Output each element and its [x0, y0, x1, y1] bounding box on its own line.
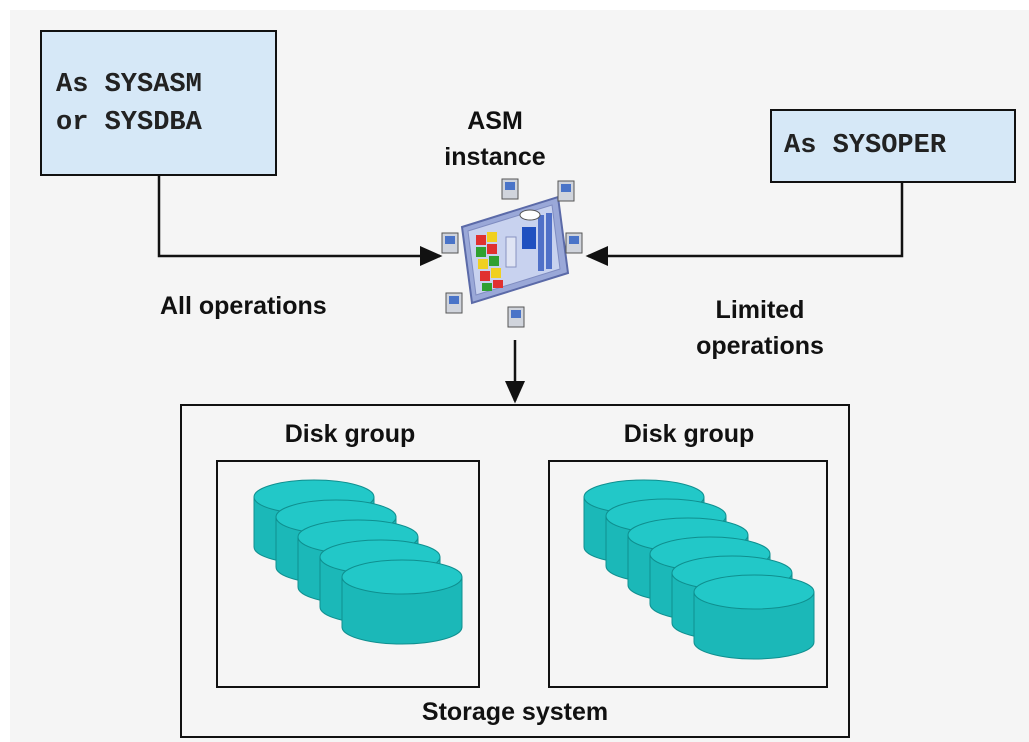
asm-label-line2: instance [444, 143, 546, 171]
storage-system-label: Storage system [421, 698, 609, 726]
disk-group-title-2: Disk group [623, 420, 755, 448]
sysoper-label: As SYSOPER [784, 131, 947, 161]
storage-system-box [180, 404, 850, 738]
connector-operator-to-asm [585, 183, 904, 266]
disk-group-box-1 [216, 460, 480, 688]
disk-cylinder [693, 574, 815, 660]
sysdba-label: or SYSDBA [56, 108, 202, 138]
limited-operations-line1: Limited [715, 296, 805, 324]
disk-group-box-2 [548, 460, 828, 688]
sysasm-label: As SYSASM [56, 70, 202, 100]
disk-stack-1 [253, 479, 463, 645]
disk-stack-2 [583, 479, 815, 660]
asm-board-icon [460, 195, 570, 305]
sysasm-sysdba-box: As SYSASM or SYSDBA [40, 30, 277, 176]
sysoper-box: As SYSOPER [770, 109, 1016, 183]
asm-instance-icon [441, 178, 583, 328]
asm-instance-label: ASM instance [430, 103, 560, 175]
disk-group-title-1: Disk group [284, 420, 416, 448]
all-operations-label: All operations [160, 292, 327, 320]
connector-admin-to-asm [157, 176, 443, 266]
disk-cylinder [341, 559, 463, 645]
limited-operations-line2: operations [696, 332, 824, 360]
client-icons [441, 178, 583, 328]
asm-label-line1: ASM [467, 107, 523, 135]
limited-operations-label: Limited operations [690, 292, 830, 364]
